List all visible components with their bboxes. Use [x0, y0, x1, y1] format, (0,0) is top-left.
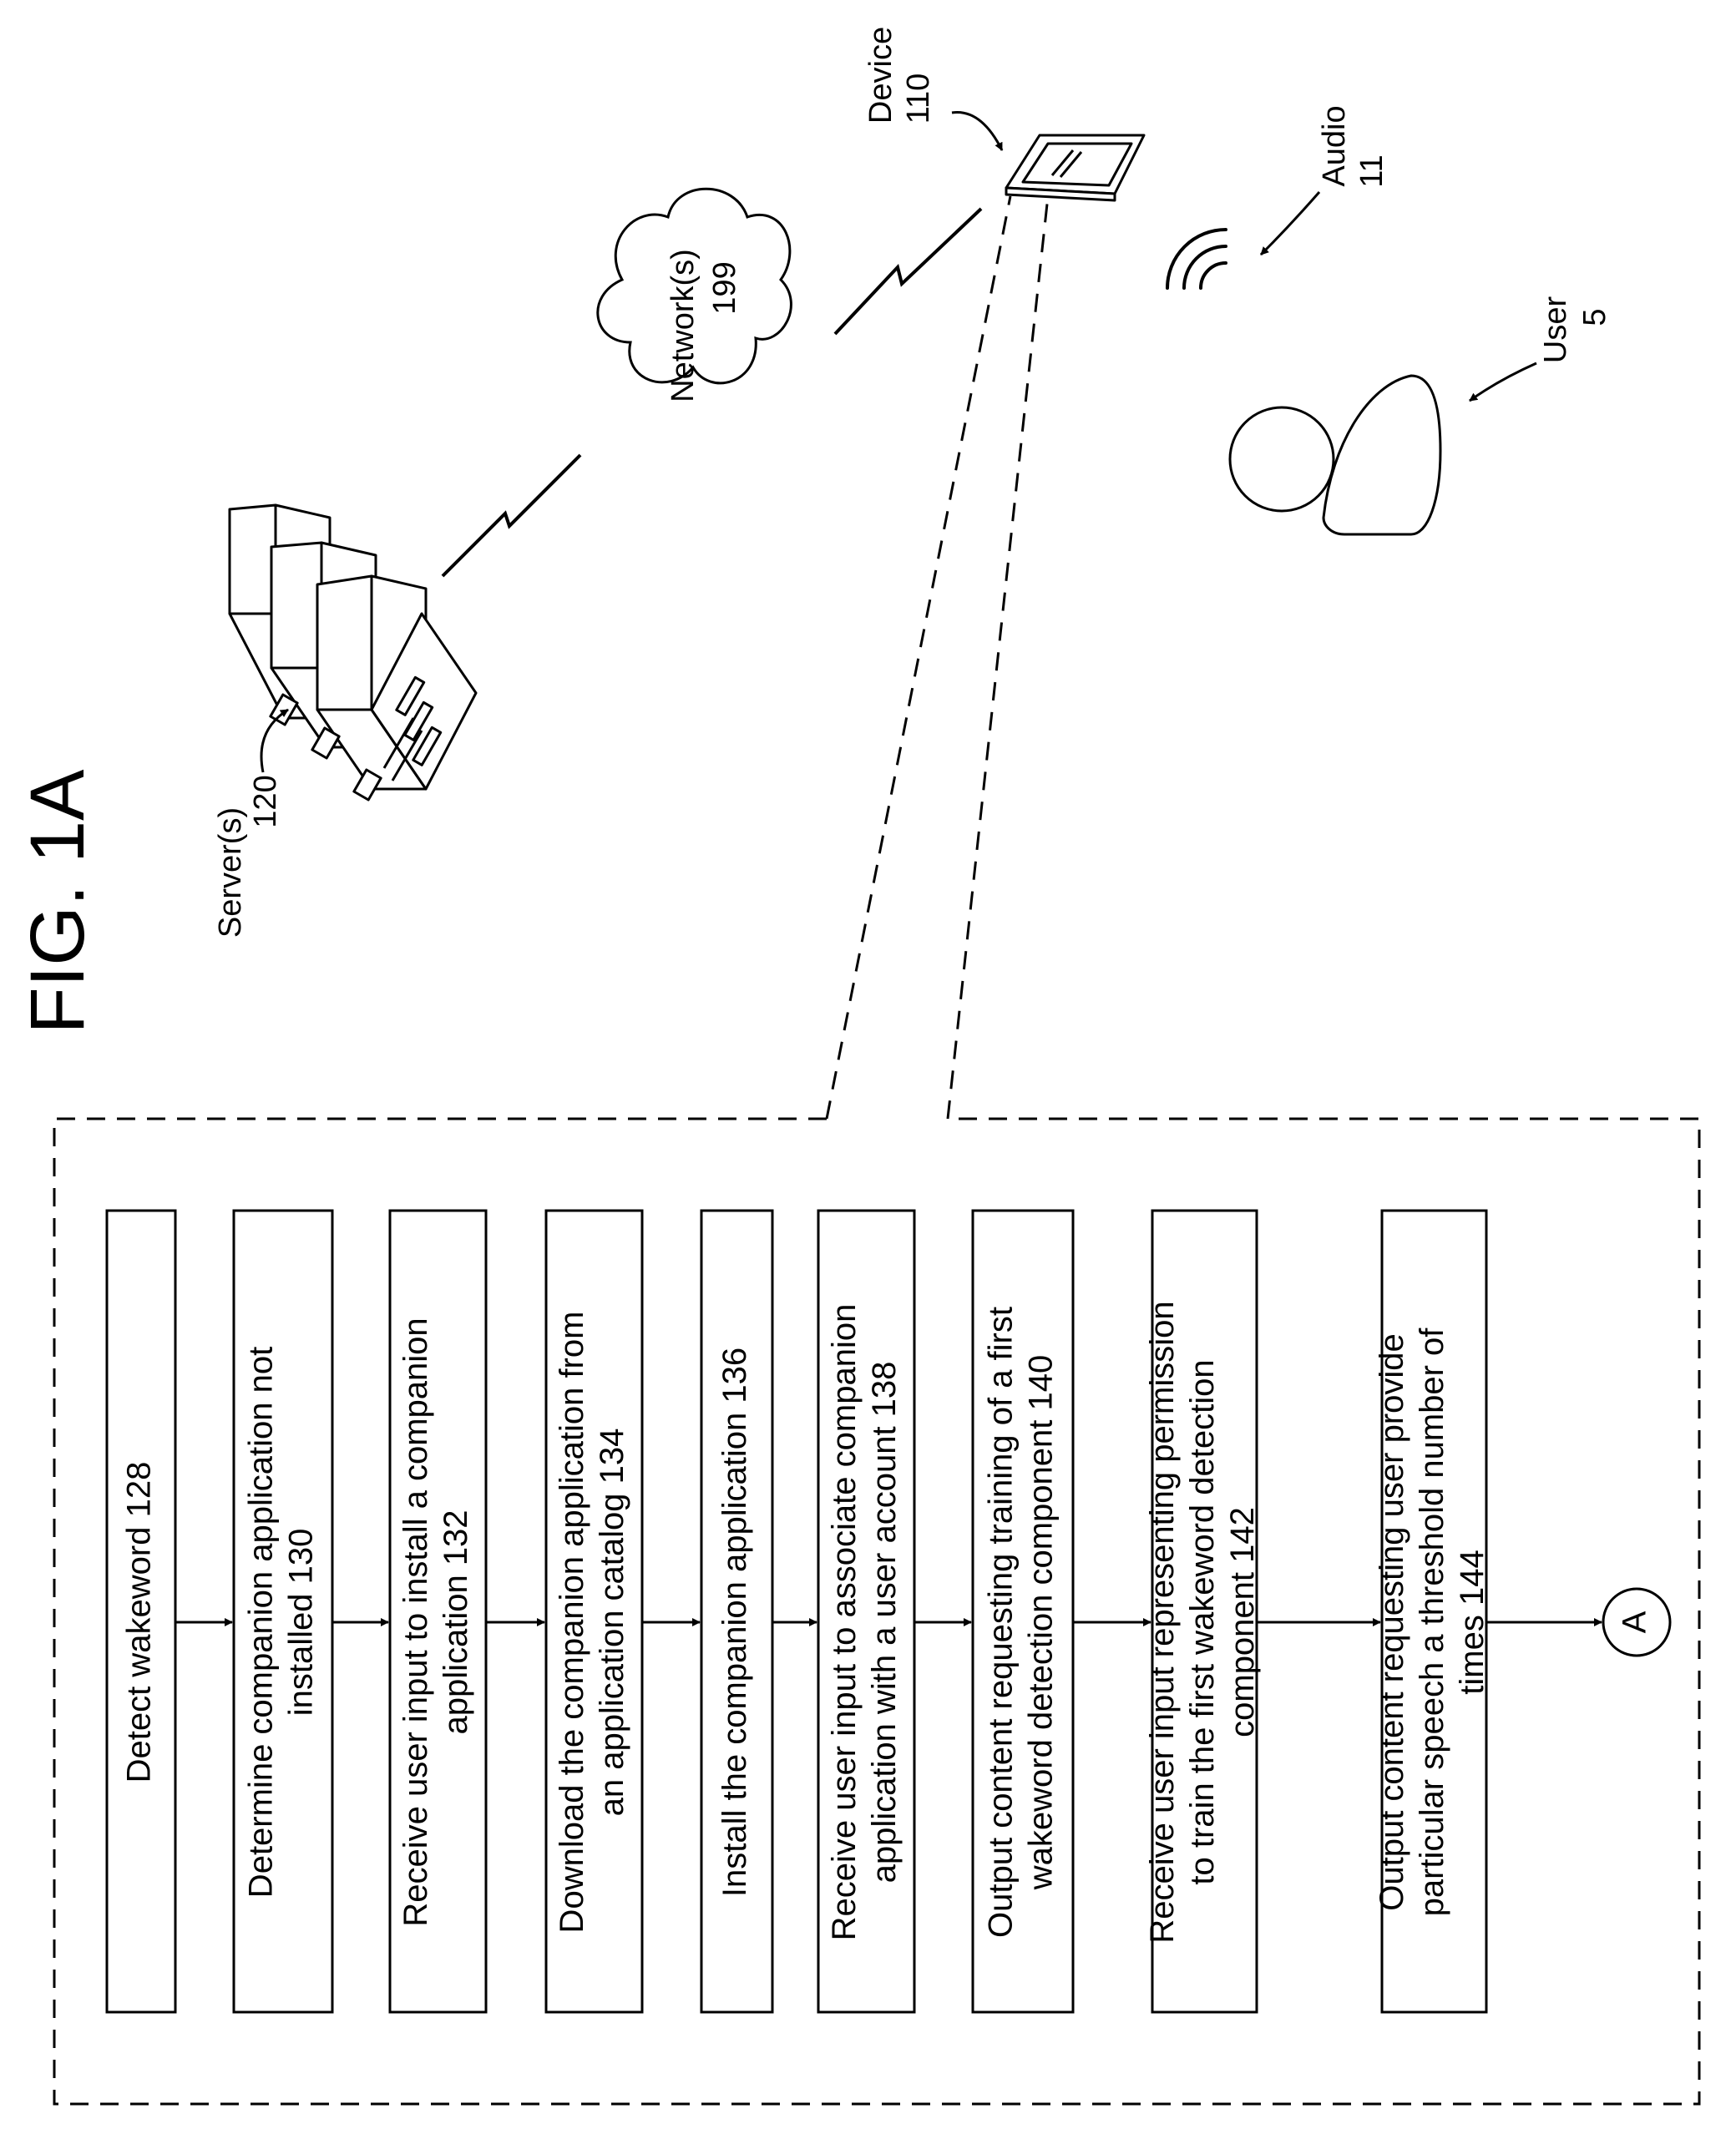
step-label: to train the first wakeword detection: [1184, 1359, 1221, 1884]
sound-waves-icon: [1167, 230, 1226, 288]
step-label: wakeword detection component 140: [1023, 1355, 1060, 1890]
step-label: application 132: [438, 1510, 474, 1734]
connector-a: A: [1603, 1589, 1670, 1656]
step-label: particular speech a threshold number of: [1414, 1327, 1450, 1917]
server-icon: [230, 505, 476, 800]
tablet-icon: [1006, 135, 1144, 200]
device-leader-arrow: [952, 113, 1002, 150]
user-label: User: [1538, 296, 1573, 364]
step-label: Receive user input to install a companio…: [397, 1317, 434, 1926]
step-label: Determine companion application not: [243, 1347, 280, 1898]
step-label: Install the companion application 136: [716, 1348, 753, 1897]
user-icon: [1230, 376, 1440, 534]
step-label: times 144: [1454, 1550, 1491, 1694]
network-device-link-icon: [835, 209, 981, 334]
step-label: application with a user account 138: [866, 1362, 903, 1884]
device-ref: 110: [901, 73, 936, 124]
network-ref: 199: [707, 261, 742, 314]
step-label: Output content requesting training of a …: [983, 1307, 1020, 1938]
step-label: Download the companion application from: [554, 1312, 590, 1934]
network-label: Network(s): [666, 249, 701, 402]
step-label: Output content requesting user provide: [1374, 1333, 1410, 1911]
server-ref: 120: [248, 775, 283, 827]
audio-ref: 11: [1354, 154, 1389, 187]
server-network-link-icon: [443, 455, 580, 576]
user-ref: 5: [1577, 308, 1612, 326]
audio-label: Audio: [1317, 105, 1352, 186]
zoom-line-right: [948, 196, 1048, 1119]
user-leader-arrow: [1470, 363, 1536, 401]
server-label: Server(s): [213, 807, 248, 938]
zoom-line-left: [827, 196, 1010, 1119]
figure-title: FIG. 1A: [15, 769, 100, 1034]
audio-leader-arrow: [1261, 192, 1319, 255]
step-label: installed 130: [283, 1529, 320, 1717]
step-label: an application catalog 134: [594, 1429, 630, 1817]
connector-label: A: [1617, 1611, 1653, 1633]
step-label: Detect wakeword 128: [121, 1462, 158, 1783]
device-label: Device: [863, 27, 898, 124]
step-label: component 142: [1224, 1507, 1261, 1737]
step-label: Receive user input representing permissi…: [1144, 1301, 1181, 1943]
step-label: Receive user input to associate companio…: [826, 1304, 863, 1941]
flow-steps: Detect wakeword 128 Determine companion a…: [107, 1211, 1602, 2012]
